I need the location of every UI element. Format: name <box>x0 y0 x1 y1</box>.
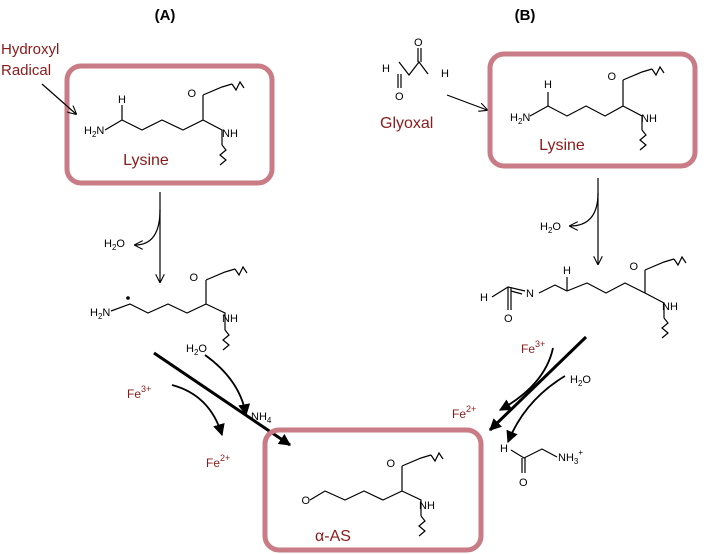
water-in-arrow-a <box>204 354 251 417</box>
lysine-a-o: O <box>187 88 196 100</box>
lysine-a-h2n: H2N <box>84 125 104 139</box>
water-release-arrow-b <box>570 192 599 226</box>
main-arrow-a <box>153 351 291 447</box>
schiff-chain-bonds <box>538 258 675 318</box>
radical-h2n: H2N <box>90 307 110 321</box>
schiff-base-intermediate: H O N H O NH <box>480 255 687 339</box>
byproduct-co-bond <box>521 458 526 473</box>
radical-nh: NH <box>222 313 238 325</box>
hydroxyl-radical-line1: Hydroxyl <box>1 41 59 58</box>
lysine-box-a-border <box>64 63 275 186</box>
glyoxal-label: Glyoxal <box>380 115 433 132</box>
lysine-a-h: H <box>118 94 126 106</box>
byproduct-o: O <box>519 477 528 489</box>
lysine-a-nh: NH <box>222 128 238 140</box>
water-in-arrow-b <box>506 375 566 444</box>
glyoxal-o-bottom: O <box>395 91 404 103</box>
schiff-h-left: H <box>480 292 488 304</box>
water-b1: H2O <box>540 221 561 235</box>
fe-arrow-b <box>498 347 554 411</box>
glyoxal-co-top <box>417 48 422 62</box>
schiff-nh: NH <box>662 301 678 313</box>
schiff-n: N <box>526 288 534 300</box>
schiff-wavy-c <box>673 255 687 267</box>
glyoxal-molecule: O O H H <box>382 37 449 103</box>
lysine-box-b-border <box>487 51 698 169</box>
byproduct-nh3: NH3+ <box>558 448 583 466</box>
glyoxal-bonds <box>398 61 429 76</box>
lysine-b-h: H <box>544 79 552 91</box>
lysine-b-h2n: H2N <box>510 112 530 126</box>
glyoxal-arrow <box>446 94 487 110</box>
lysine-box-a: H O NH H2N Lysine <box>64 63 275 186</box>
glyoxal-h-right: H <box>441 68 449 80</box>
hydroxyl-radical-line2: Radical <box>1 62 51 79</box>
lysine-a-wavy-n <box>219 144 227 166</box>
fe3-b: Fe3+ <box>521 339 545 356</box>
radical-o: O <box>189 272 198 284</box>
product-wavy-c <box>430 451 444 463</box>
fe3-a: Fe3+ <box>127 384 151 401</box>
water-a2: H2O <box>186 343 207 357</box>
schiff-co-bond <box>507 287 512 310</box>
product-wavy-n <box>418 515 426 537</box>
schiff-h: H <box>563 265 571 277</box>
product-label: α-AS <box>315 528 351 545</box>
lysine-b-wavy-c <box>651 65 665 77</box>
panel-a-label: (A) <box>155 7 176 24</box>
fe-arrow-a <box>171 384 225 437</box>
glyoxal-co-bottom <box>397 74 402 88</box>
lysine-a-wavy-c <box>231 80 245 92</box>
glyoxal-o-top: O <box>414 37 423 49</box>
lysine-box-b: H O NH H2N Lysine <box>487 51 698 169</box>
product-nh: NH <box>419 500 435 512</box>
byproduct-h: H <box>500 443 508 455</box>
lysine-a-label: Lysine <box>123 152 169 169</box>
water-release-arrow-a <box>135 209 161 245</box>
radical-dot <box>126 296 130 300</box>
lysine-radical: O NH H2N <box>90 265 248 351</box>
aminoacetaldehyde-byproduct: H O NH3+ <box>500 443 583 489</box>
lysine-b-o: O <box>607 71 616 83</box>
fe2-b: Fe2+ <box>452 404 476 421</box>
lysine-b-wavy-n <box>639 129 647 151</box>
panel-b-label: (B) <box>515 7 536 24</box>
radical-wavy-c <box>234 265 248 277</box>
product-o-left: O <box>301 495 310 507</box>
product-bonds <box>309 454 432 516</box>
radical-bonds <box>110 268 236 330</box>
water-a1: H2O <box>104 238 125 252</box>
lysine-b-nh: NH <box>641 113 657 125</box>
lysine-b-label: Lysine <box>539 137 585 154</box>
product-box-border <box>262 427 484 553</box>
hydroxyl-arrow <box>41 83 76 114</box>
schiff-o-left: O <box>504 313 513 325</box>
main-arrow-b <box>488 335 588 432</box>
radical-wavy-n <box>222 329 230 351</box>
product-box: O O NH α-AS <box>262 427 484 553</box>
water-b2: H2O <box>570 374 591 388</box>
schiff-wavy-n <box>661 317 669 339</box>
fe2-a: Fe2+ <box>206 453 230 470</box>
byproduct-bonds <box>510 448 558 459</box>
schiff-o-right: O <box>629 261 638 273</box>
glyoxal-h-left: H <box>382 63 390 75</box>
nh4-a: NH4 <box>251 411 272 425</box>
product-o-right: O <box>386 458 395 470</box>
